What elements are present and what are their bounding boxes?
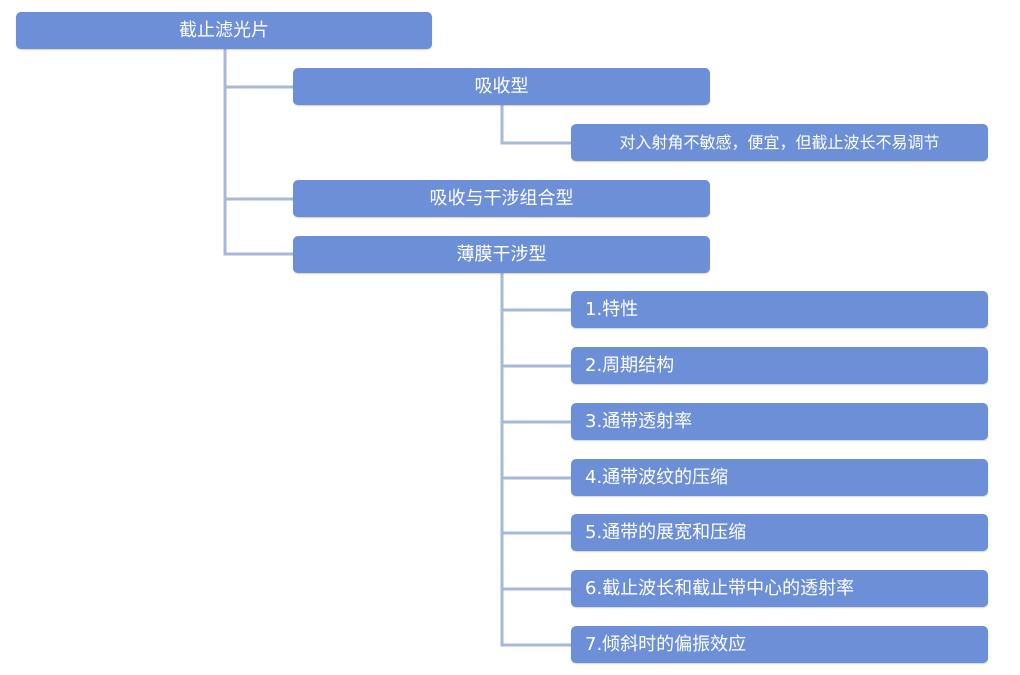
node-thin-film-item-2: 2.周期结构 [571,347,988,384]
node-thin-film-item-4: 4.通带波纹的压缩 [571,459,988,496]
node-absorption: 吸收型 [293,68,710,105]
node-absorption-description: 对入射角不敏感，便宜，但截止波长不易调节 [571,124,988,161]
node-combined: 吸收与干涉组合型 [293,180,710,217]
node-thin-film-item-5: 5.通带的展宽和压缩 [571,514,988,551]
node-thin-film-item-7: 7.倾斜时的偏振效应 [571,626,988,663]
node-root: 截止滤光片 [16,12,432,49]
node-thin-film-item-1: 1.特性 [571,291,988,328]
node-thin-film: 薄膜干涉型 [293,236,710,273]
node-thin-film-item-6: 6.截止波长和截止带中心的透射率 [571,570,988,607]
node-thin-film-item-3: 3.通带透射率 [571,403,988,440]
